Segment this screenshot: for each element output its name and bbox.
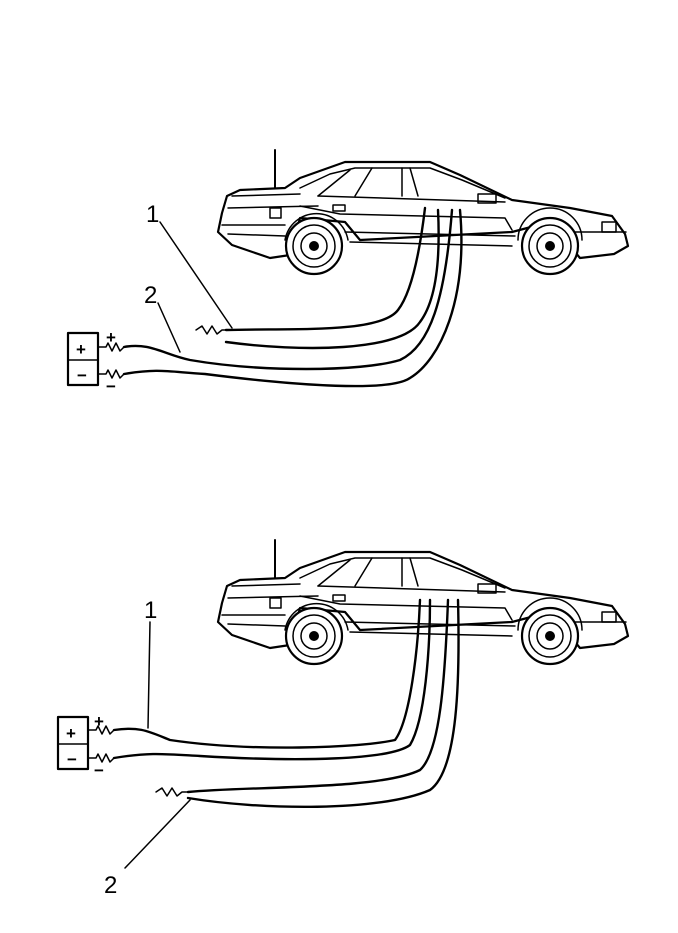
jumper-cable-2-bottom <box>186 598 460 809</box>
battery-positive-sign: + <box>66 724 76 743</box>
battery-top: + − + − <box>66 328 125 396</box>
callout-2-bottom: 2 <box>104 872 117 899</box>
vehicle-bottom <box>216 538 630 666</box>
battery-bottom: + − + − <box>56 712 115 780</box>
terminal-positive-sign: + <box>106 328 116 347</box>
panel-top: + − + − 1 2 <box>66 148 630 396</box>
leader-2-bottom <box>124 799 191 869</box>
terminal-negative-sign: − <box>106 377 116 396</box>
cable-clamp-top-1 <box>195 325 227 335</box>
jumper-cable-2-top <box>122 208 463 388</box>
leader-2-top <box>157 302 181 353</box>
terminal-positive-sign: + <box>94 712 104 731</box>
callout-1-bottom: 1 <box>144 597 157 624</box>
battery-negative-sign: − <box>77 366 87 385</box>
jumper-cable-1-top <box>224 206 440 350</box>
jumper-cable-1-bottom <box>112 598 432 761</box>
vehicle-top <box>216 148 630 276</box>
battery-positive-sign: + <box>76 340 86 359</box>
callout-1-top: 1 <box>146 201 159 228</box>
battery-negative-sign: − <box>67 750 77 769</box>
cable-clamp-bottom-2 <box>155 787 189 797</box>
terminal-negative-sign: − <box>94 761 104 780</box>
panel-bottom: + − + − 1 2 <box>56 538 630 899</box>
callout-2-top: 2 <box>144 282 157 309</box>
leader-1-bottom <box>147 621 151 729</box>
leader-1-top <box>159 221 233 329</box>
